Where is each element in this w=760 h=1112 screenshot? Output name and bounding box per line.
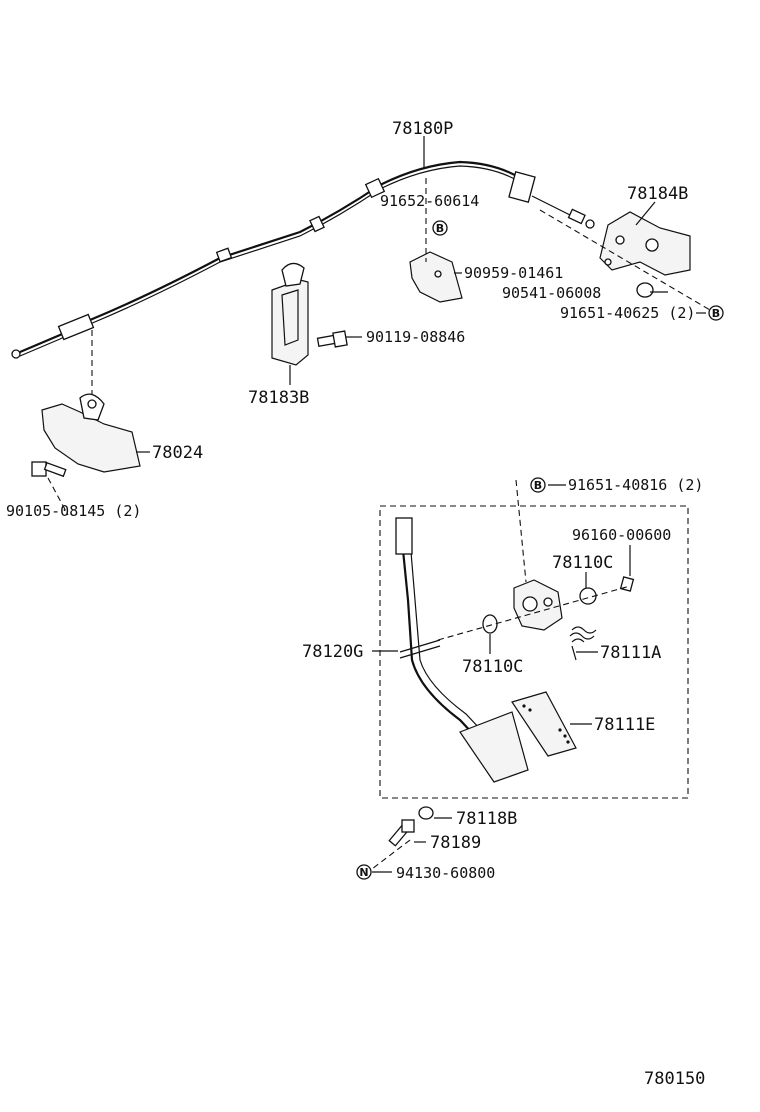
label-nut: 94130-60800 bbox=[396, 864, 495, 882]
label-stop-bolt: 78189 bbox=[430, 833, 481, 853]
badge-n-text: N bbox=[359, 866, 368, 879]
label-bolt-right: 91651-40625 (2) bbox=[560, 304, 695, 322]
label-stopper: 78118B bbox=[456, 809, 517, 829]
label-pin: 90541-06008 bbox=[502, 284, 601, 302]
badge-b-top-text: B bbox=[436, 222, 444, 235]
label-clip-mid: 90959-01461 bbox=[464, 264, 563, 282]
label-cable: 78180P bbox=[392, 119, 453, 139]
bolt-left bbox=[31, 461, 67, 478]
pedal-pad bbox=[511, 691, 577, 757]
label-pedal-bolt: 91651-40816 (2) bbox=[568, 476, 703, 494]
label-leaders bbox=[136, 136, 706, 873]
label-pedal-pad: 78111E bbox=[594, 715, 655, 735]
bracket-left bbox=[41, 393, 141, 473]
dashed-leaders bbox=[47, 178, 711, 873]
stopper bbox=[418, 806, 434, 820]
label-bracket-left: 78024 bbox=[152, 443, 203, 463]
label-pedal-clip: 96160-00600 bbox=[572, 526, 671, 544]
pedal-bracket bbox=[513, 579, 563, 631]
badge-n: N bbox=[356, 864, 372, 880]
label-clamp-bolt: 91652-60614 bbox=[380, 192, 479, 210]
badge-b-right: B bbox=[708, 305, 724, 321]
badge-b-pedal: B bbox=[530, 477, 546, 493]
pin-part bbox=[636, 282, 654, 298]
label-bracket-right: 78184B bbox=[627, 184, 688, 204]
label-pedal-arm: 78120G bbox=[302, 642, 363, 662]
label-bolt-mid: 90119-08846 bbox=[366, 328, 465, 346]
bolt-mid bbox=[316, 330, 348, 348]
label-spring: 78111A bbox=[600, 643, 661, 663]
label-clamp-mid: 78183B bbox=[248, 388, 309, 408]
pedal-arm bbox=[395, 517, 529, 783]
label-bolt-left: 90105-08145 (2) bbox=[6, 502, 141, 520]
badge-b-pedal-text: B bbox=[534, 479, 542, 492]
bushing-lower bbox=[482, 614, 498, 634]
clamp-mid bbox=[271, 262, 309, 366]
label-bushing-upper: 78110C bbox=[552, 553, 613, 573]
badge-b-right-text: B bbox=[712, 307, 720, 320]
clip-mid bbox=[409, 251, 463, 303]
accelerator-cable bbox=[11, 160, 595, 359]
pedal-group-frame bbox=[379, 505, 689, 799]
label-bushing-lower: 78110C bbox=[462, 657, 523, 677]
diagram-code: 780150 bbox=[644, 1069, 705, 1089]
spring-part bbox=[569, 626, 597, 661]
stop-bolt bbox=[388, 819, 415, 847]
bracket-right bbox=[599, 211, 691, 276]
pedal-clip bbox=[619, 576, 635, 592]
badge-b-top: B bbox=[432, 220, 448, 236]
